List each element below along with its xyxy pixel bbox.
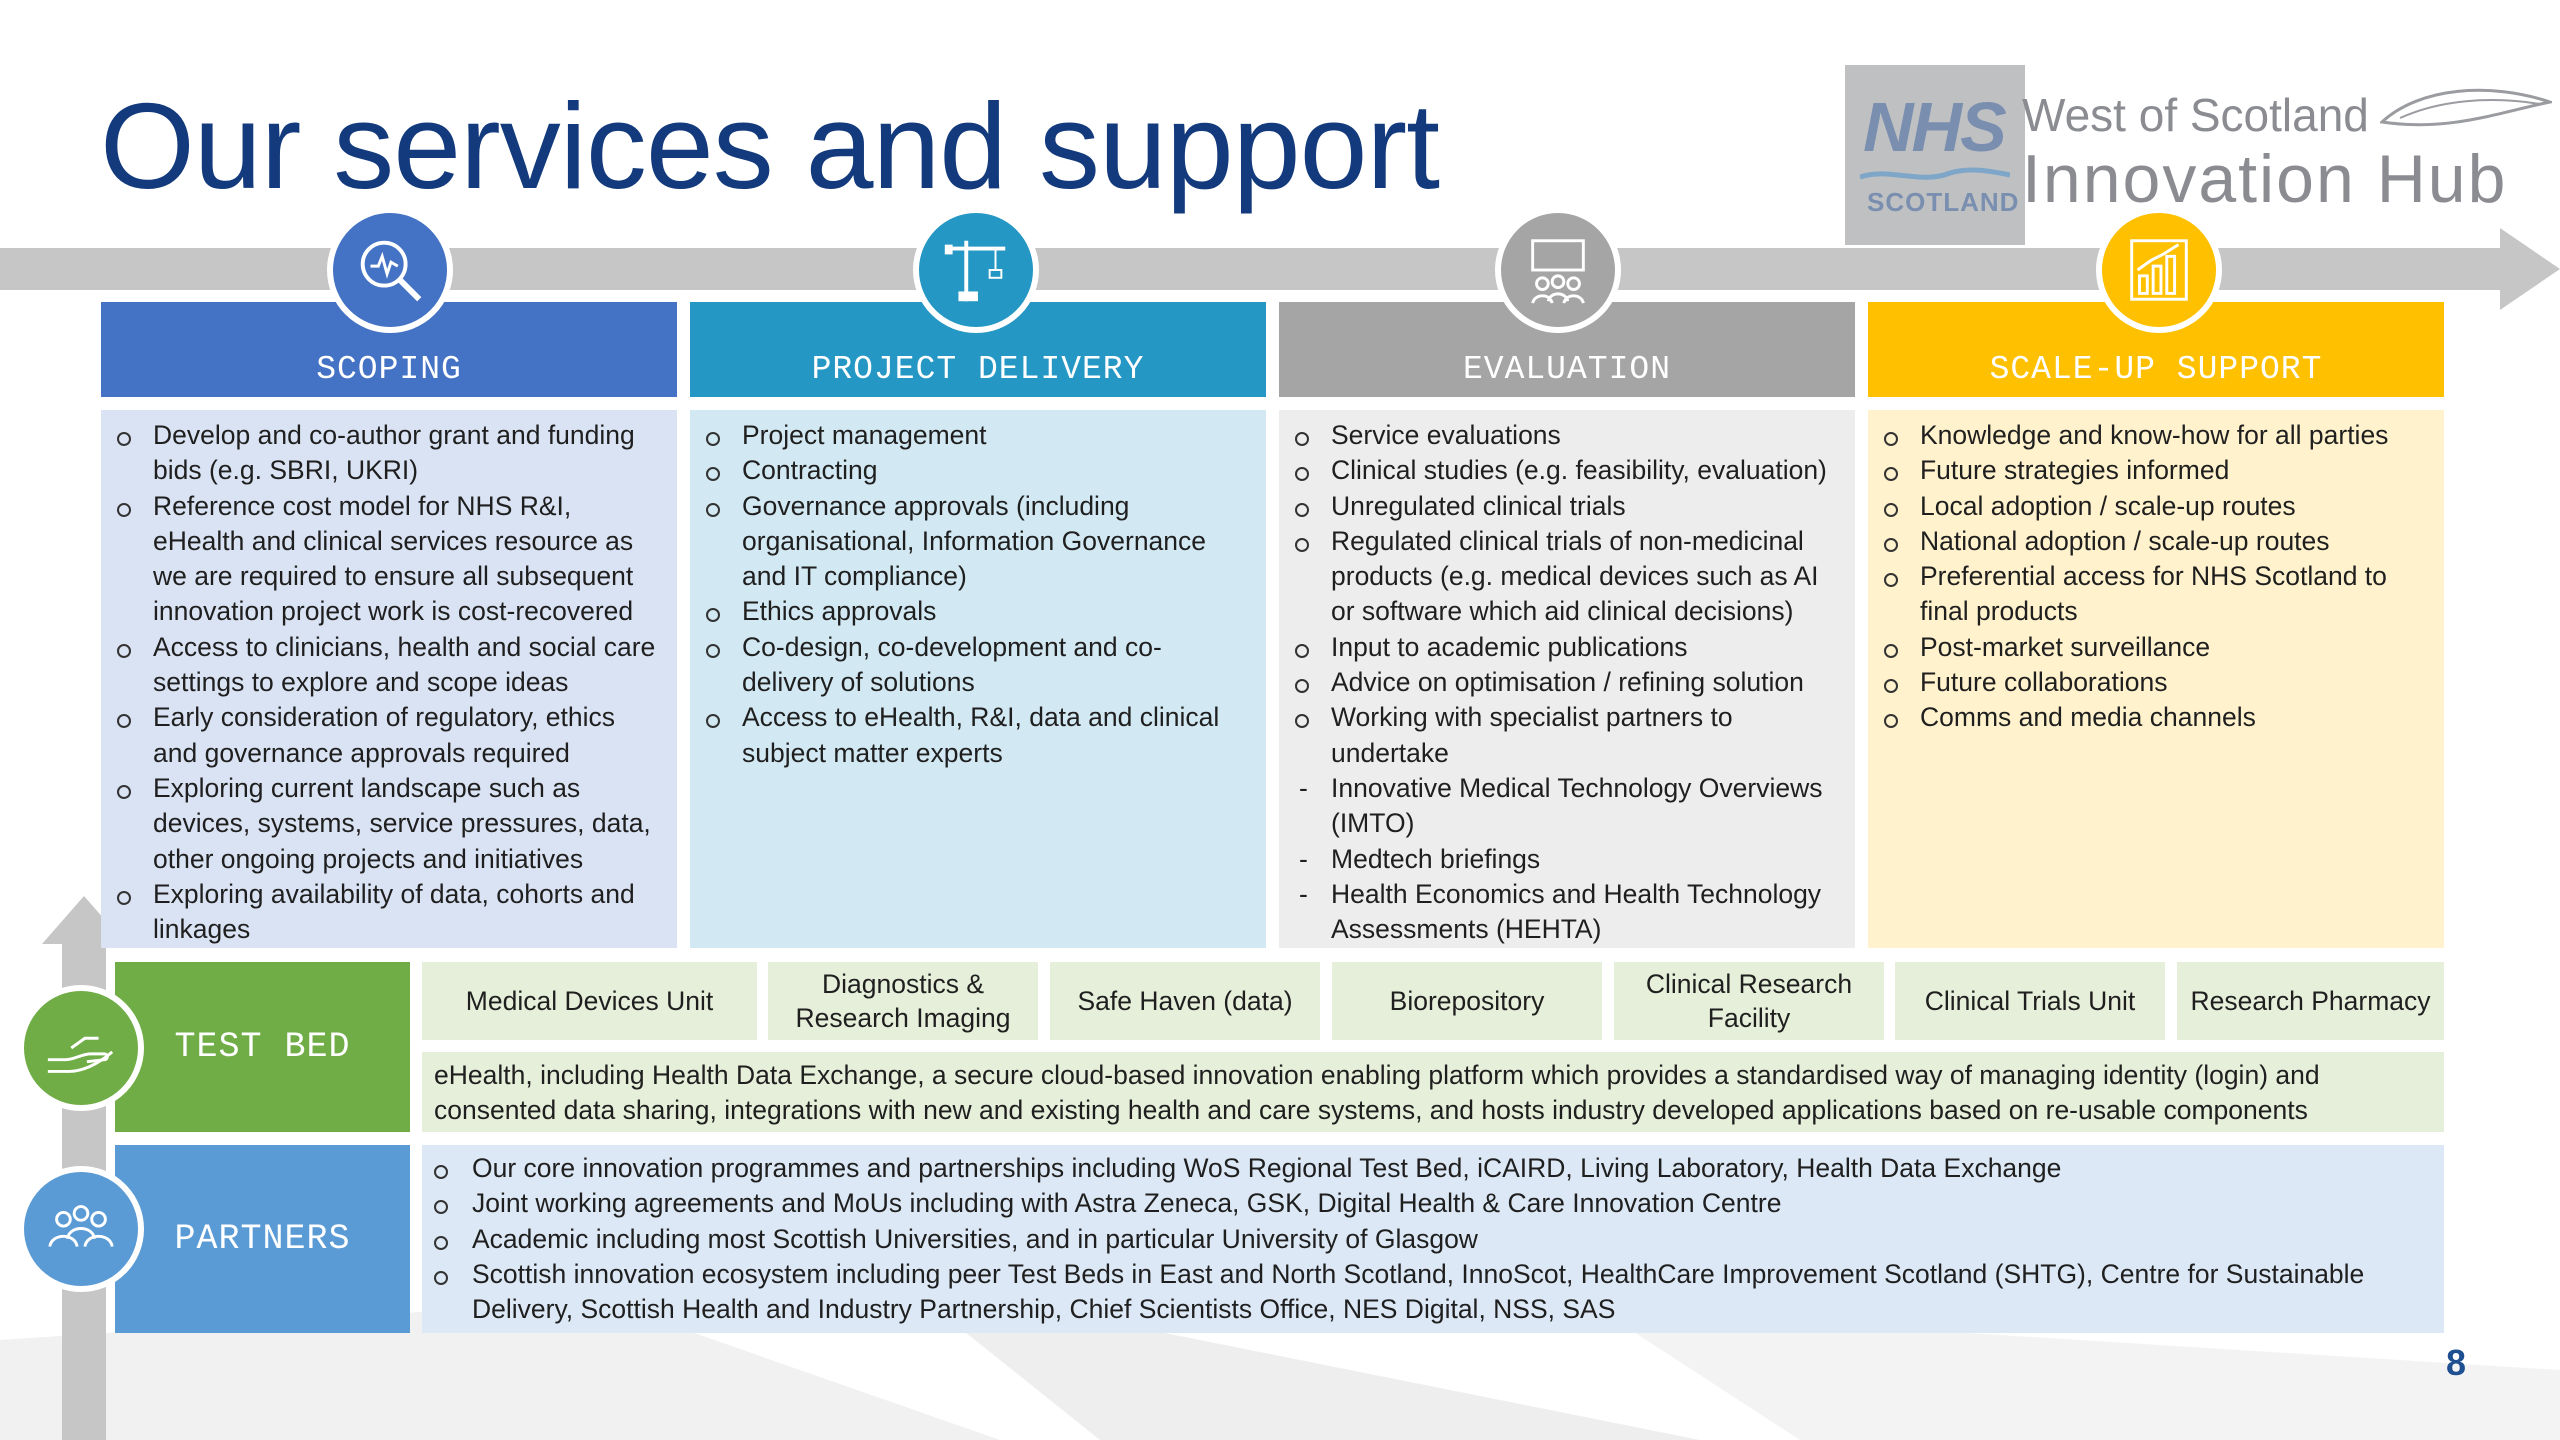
test-bed-cell-clinical-trials: Clinical Trials Unit — [1895, 962, 2165, 1040]
ehealth-description: eHealth, including Health Data Exchange,… — [422, 1052, 2444, 1132]
people-network-icon — [18, 1166, 144, 1292]
list-item: Project management — [704, 418, 1246, 453]
list-item: Joint working agreements and MoUs includ… — [432, 1186, 2444, 1221]
logo-leaf-icon — [2380, 88, 2552, 127]
list-item: Clinical studies (e.g. feasibility, eval… — [1293, 453, 1835, 488]
list-item: Access to clinicians, health and social … — [115, 630, 657, 701]
list-item: Advice on optimisation / refining soluti… — [1293, 665, 1835, 700]
page-number: 8 — [2446, 1342, 2467, 1383]
nhs-logo: NHS SCOTLAND — [1845, 65, 2025, 245]
list-item: National adoption / scale-up routes — [1882, 524, 2424, 559]
list-item: Future collaborations — [1882, 665, 2424, 700]
list-item: Working with specialist partners to unde… — [1293, 700, 1835, 771]
test-bed-cell-medical-devices: Medical Devices Unit — [422, 962, 757, 1040]
hand-icon — [18, 985, 144, 1111]
logo-wave-icon — [1860, 167, 2010, 180]
logo-scotland-text: SCOTLAND — [1867, 187, 2020, 217]
list-item: Service evaluations — [1293, 418, 1835, 453]
logo-line-1: West of Scotland — [2022, 89, 2369, 141]
process-arrow-head — [2500, 228, 2560, 310]
list-item: Contracting — [704, 453, 1246, 488]
list-item: Scottish innovation ecosystem including … — [432, 1257, 2444, 1328]
page-title: Our services and support — [100, 78, 1440, 214]
list-item: Knowledge and know-how for all parties — [1882, 418, 2424, 453]
list-item: Early consideration of regulatory, ethic… — [115, 700, 657, 771]
list-item: Ethics approvals — [704, 594, 1246, 629]
list-item: Exploring current landscape such as devi… — [115, 771, 657, 877]
test-bed-cell-safe-haven: Safe Haven (data) — [1050, 962, 1320, 1040]
list-item: Governance approvals (including organisa… — [704, 489, 1246, 595]
list-item: Unregulated clinical trials — [1293, 489, 1835, 524]
list-item: Future strategies informed — [1882, 453, 2424, 488]
partners-list: Our core innovation programmes and partn… — [422, 1145, 2444, 1333]
column-scale-up-support: Knowledge and know-how for all parties F… — [1868, 410, 2444, 948]
sub-list-item: Innovative Medical Technology Overviews … — [1293, 771, 1835, 842]
list-item: Comms and media channels — [1882, 700, 2424, 735]
list-item: Reference cost model for NHS R&I, eHealt… — [115, 489, 657, 630]
list-item: Local adoption / scale-up routes — [1882, 489, 2424, 524]
magnifier-chart-icon — [327, 207, 453, 333]
logo-line-2: Innovation Hub — [2022, 141, 2508, 217]
partners-label: PARTNERS — [115, 1145, 410, 1333]
list-item: Our core innovation programmes and partn… — [432, 1151, 2444, 1186]
column-scoping: Develop and co-author grant and funding … — [101, 410, 677, 948]
list-item: Preferential access for NHS Scotland to … — [1882, 559, 2424, 630]
list-item: Develop and co-author grant and funding … — [115, 418, 657, 489]
column-evaluation: Service evaluations Clinical studies (e.… — [1279, 410, 1855, 948]
test-bed-cell-clinical-research: Clinical Research Facility — [1614, 962, 1884, 1040]
test-bed-cell-biorepository: Biorepository — [1332, 962, 1602, 1040]
presentation-people-icon — [1495, 207, 1621, 333]
logo-nhs-text: NHS — [1863, 88, 2007, 166]
test-bed-label: TEST BED — [115, 962, 410, 1132]
sub-list-item: Health Economics and Health Technology A… — [1293, 877, 1835, 948]
list-item: Input to academic publications — [1293, 630, 1835, 665]
list-item: Access to eHealth, R&I, data and clinica… — [704, 700, 1246, 771]
test-bed-cell-diagnostics: Diagnostics & Research Imaging — [768, 962, 1038, 1040]
crane-icon — [913, 207, 1039, 333]
test-bed-cell-research-pharmacy: Research Pharmacy — [2177, 962, 2444, 1040]
list-item: Post-market surveillance — [1882, 630, 2424, 665]
sub-list-item: Medtech briefings — [1293, 842, 1835, 878]
list-item: Co-design, co-development and co-deliver… — [704, 630, 1246, 701]
list-item: Exploring availability of data, cohorts … — [115, 877, 657, 948]
bar-chart-icon — [2096, 207, 2222, 333]
column-project-delivery: Project management Contracting Governanc… — [690, 410, 1266, 948]
list-item: Academic including most Scottish Univers… — [432, 1222, 2444, 1257]
list-item: Regulated clinical trials of non-medicin… — [1293, 524, 1835, 630]
header-scale-up-support: SCALE-UP SUPPORT — [1868, 302, 2444, 397]
